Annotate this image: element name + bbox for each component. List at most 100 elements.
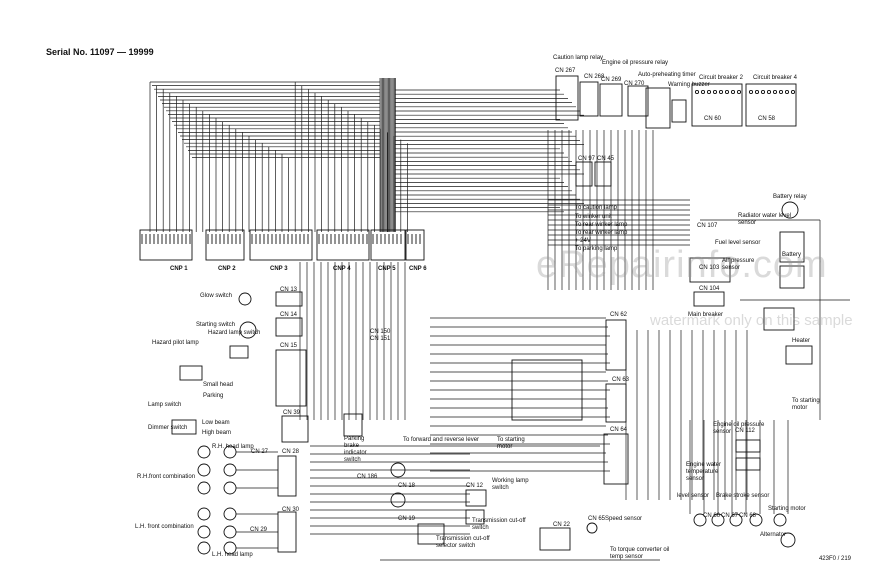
label-cnp1: CNP 1 <box>170 266 188 272</box>
figure-code: 423F0 / 219 <box>818 556 851 562</box>
speed-sensor <box>586 522 598 534</box>
label-lh-front-combination: L.H. front combination <box>135 524 194 530</box>
label-cn13: CN 13 <box>280 287 298 293</box>
label-cn39: CN 39 <box>283 410 301 416</box>
serial-number: Serial No. 11097 — 19999 <box>46 47 154 57</box>
label-cn19: CN 19 <box>398 516 416 522</box>
watermark-main: eRepairinfo.com <box>536 244 828 286</box>
battery-2 <box>779 265 805 289</box>
cn45-box <box>594 161 612 187</box>
label-cn66: CN 66 <box>703 513 721 519</box>
cn-sensor-block <box>735 439 761 453</box>
label-cn270: CN 270 <box>624 81 645 87</box>
label-cn12: CN 12 <box>466 483 484 489</box>
alternator-symbol <box>780 532 796 548</box>
cn12-block <box>465 489 487 507</box>
label-main-breaker: Main breaker <box>688 312 724 318</box>
label-engine-water-temp: Engine water temperature sensor <box>686 462 722 482</box>
glow-switch <box>238 292 252 306</box>
label-radiator-sensor: Radiator water level sensor <box>738 213 792 226</box>
cn64-block <box>603 433 629 485</box>
label-breaker-4: Circuit breaker 4 <box>753 75 798 81</box>
cn28-block <box>277 455 297 497</box>
label-cn186: CN 186 <box>357 474 378 480</box>
label-battery-relay: Battery relay <box>773 194 807 200</box>
label-cn67: CN 67 <box>721 513 739 519</box>
circuit-breaker-4 <box>745 83 797 127</box>
cn22-block <box>539 527 571 551</box>
label-working-lamp: Working lamp switch <box>492 478 529 491</box>
label-plus-24v: + 24V <box>575 238 591 244</box>
selector-switch <box>417 523 445 545</box>
label-brake-stroke: Brake stroke sensor <box>716 493 770 499</box>
trans-cutoff-switch <box>465 509 485 525</box>
label-hazard-pilot: Hazard pilot lamp <box>152 340 199 346</box>
fuse <box>760 89 766 95</box>
label-to-fwd-rev-lever: To forward and reverse lever <box>403 437 480 443</box>
preheat-timer <box>645 87 671 129</box>
fuse <box>712 89 718 95</box>
label-to-caution-lamp: To caution lamp <box>575 205 618 211</box>
label-cn103: CN 103 <box>699 265 720 271</box>
watermark-sub: watermark only on this sample <box>650 312 853 329</box>
label-cn15: CN 15 <box>280 343 298 349</box>
label-cn64: CN 64 <box>610 427 628 433</box>
small-head-lamp <box>179 365 203 381</box>
relay-coil <box>390 462 406 478</box>
label-cn150: CN 150 <box>370 329 391 335</box>
cn-sensor-block <box>735 457 761 471</box>
label-starting-motor: Starting motor <box>768 506 806 512</box>
battery-1 <box>779 231 805 263</box>
rh-front-lamp <box>197 481 211 495</box>
lh-head-lamp <box>197 541 211 555</box>
label-breaker-2: Circuit breaker 2 <box>699 75 744 81</box>
rh-front-lamp <box>223 463 237 477</box>
label-cn14: CN 14 <box>280 312 298 318</box>
wire-bundle <box>149 78 850 561</box>
label-parking: Parking <box>203 393 224 399</box>
label-cn151: CN 151 <box>370 336 391 342</box>
label-engine-oil-sensor: Engine oil pressure sensor <box>713 422 765 435</box>
label-torque-converter: To torque converter oil temp sensor <box>610 547 670 560</box>
fuse <box>736 89 742 95</box>
label-to-rear-winker-l: To rear winker lamp <box>575 222 628 228</box>
label-glow-switch: Glow switch <box>200 293 233 299</box>
panel-connector <box>205 229 245 261</box>
label-fuel-sensor: Fuel level sensor <box>715 240 761 246</box>
hazard-switch <box>229 345 249 359</box>
label-cn65: CN 65 <box>588 516 606 522</box>
label-cn63: CN 63 <box>612 377 630 383</box>
label-heater: Heater <box>792 338 811 344</box>
label-lh-head-lamp: L.H. head lamp <box>212 552 253 558</box>
lh-front-lamp <box>223 525 237 539</box>
fuse <box>790 89 796 95</box>
fuse <box>778 89 784 95</box>
label-speed-sensor: Speed sensor <box>605 516 643 522</box>
label-cn60: CN 60 <box>704 116 722 122</box>
label-starting-switch: Starting switch <box>196 322 236 328</box>
circuit-breaker-2 <box>691 83 743 127</box>
cn39-block <box>281 415 309 443</box>
sensor-terminal <box>693 513 707 527</box>
cn15-block <box>275 349 307 407</box>
fuse <box>718 89 724 95</box>
cn14-block <box>275 317 303 337</box>
label-cn27: CN 27 <box>251 449 269 455</box>
label-cn18: CN 18 <box>398 483 416 489</box>
fuse <box>784 89 790 95</box>
relay-coil <box>390 492 406 508</box>
battery-relay <box>781 201 799 219</box>
rh-head-lamp <box>197 445 211 459</box>
lh-front-lamp <box>197 507 211 521</box>
label-to-parking-lamp: To parking lamp <box>575 246 618 252</box>
label-high-beam: High beam <box>202 430 232 436</box>
label-caution-relay: Caution lamp relay <box>553 55 604 61</box>
label-cn269: CN 269 <box>601 77 622 83</box>
label-parking-brake-switch: Parking brake indicator switch <box>344 436 367 463</box>
heater-box <box>785 345 813 365</box>
label-to-winker-unit: To winker unit <box>575 214 612 220</box>
parking-brake-switch <box>343 413 363 437</box>
label-air-sensor: Air pressure sensor <box>722 258 755 271</box>
label-lamp-switch: Lamp switch <box>148 402 182 408</box>
